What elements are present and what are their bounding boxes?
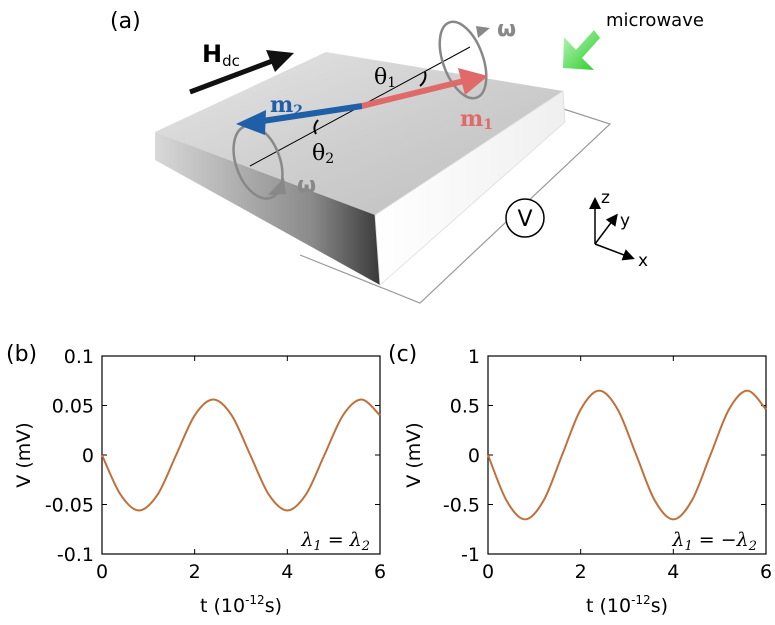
plot-b-xlabel: t (10-12s) [200,593,282,617]
axis-z-label: z [601,188,610,208]
panel-b-label: (b) [6,342,37,367]
voltmeter-label: V [517,207,532,232]
theta1-label: θ1 [374,65,396,91]
plot-c-ytick-label: 0.5 [450,396,480,418]
m2-arrow-shaft [255,103,363,125]
plot-c-ytick-label: -1 [461,544,480,566]
m2-arrowhead-icon [236,110,266,135]
plot-b-ytick-label: 0 [82,445,94,467]
omega-label-left: ω [297,173,316,198]
voltmeter-icon [505,198,545,238]
panel-c-label: (c) [388,342,417,367]
plot-b-xtick-label: 6 [374,561,386,583]
m1-label: m1 [460,106,493,133]
theta2-arc [313,119,319,135]
panel-a: (a) ω ω m2 m1 θ1 θ2 Hdc [110,9,704,304]
orbit-arrow-right-icon [476,26,490,38]
coordinate-axes: z y x [589,188,648,271]
plot-c-frame [487,355,767,555]
hdc-label: Hdc [202,40,240,70]
plot-b-ticks [101,355,381,555]
slab-side-face [374,90,566,286]
plot-c-xtick-label: 6 [760,561,772,583]
m1-arrow-shaft [361,77,469,109]
axis-x-label: x [638,251,648,271]
m1-arrowhead-icon [458,68,488,95]
plot-c-ytick-label: 1 [468,346,480,368]
orbit-arrow-left-icon [268,178,286,195]
plot-b-curve [101,398,381,512]
theta1-arc [419,71,427,87]
omega-label-right: ω [497,17,516,42]
theta2-label: θ2 [312,141,334,167]
plot-b-ytick-label: -0.1 [57,544,94,566]
plot-b-xtick-label: 0 [96,561,108,583]
microwave-arrow-icon [563,30,600,70]
plot-b-ylabel: V (mV) [13,422,35,487]
axis-y-label: y [620,211,630,231]
panel-a-label: (a) [110,9,141,34]
plot-b-frame [101,355,381,555]
precession-orbit-right [438,20,488,100]
chart-b: (b) 0 2 4 6 -0.1 -0.05 0 0.05 0.1 V (mV) t (10-1… [6,342,386,617]
plot-b-ytick-label: 0.05 [52,396,94,418]
plot-c-curve [487,389,767,521]
plot-c-ticks [487,355,767,555]
plot-c-xtick-label: 0 [482,561,494,583]
plot-c-xtick-label: 2 [575,561,587,583]
plot-b-ytick-label: 0.1 [64,346,94,368]
plot-b-xtick-label: 2 [189,561,201,583]
plot-c-ytick-label: -0.5 [443,495,480,517]
plot-b-ticklabels: 0 2 4 6 -0.1 -0.05 0 0.05 0.1 [45,346,386,583]
plot-c-ytick-label: 0 [468,445,480,467]
plot-b-xtick-label: 4 [281,561,293,583]
plot-c-annotation: λ1 = −λ2 [671,529,757,554]
plot-b-ytick-label: -0.05 [45,495,94,517]
microwave-label: microwave [606,10,704,31]
plot-c-xtick-label: 4 [667,561,679,583]
plot-c-xlabel: t (10-12s) [586,593,668,617]
hdc-arrowhead-icon [266,50,294,72]
chart-c: (c) 0 2 4 6 -1 -0.5 0 0.5 1 V (mV) t (10-12s) λ1… [388,342,772,617]
slab-front-face [155,132,380,285]
hdc-arrow-shaft [189,57,276,95]
plot-b-annotation: λ1 = λ2 [300,529,370,554]
plot-c-ticklabels: 0 2 4 6 -1 -0.5 0 0.5 1 [443,346,772,583]
plot-c-ylabel: V (mV) [403,422,425,487]
m2-label: m2 [270,92,303,119]
